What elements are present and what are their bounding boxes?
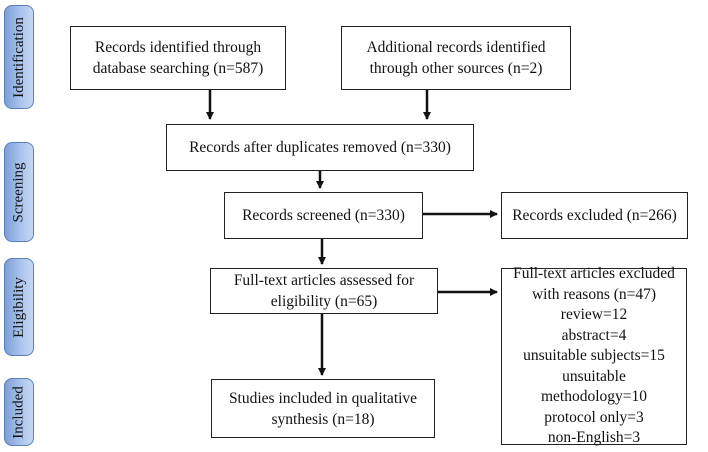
- box-fulltext-assessed: Full-text articles assessed for eligibil…: [210, 268, 438, 314]
- box-other-line1: Additional records identified: [366, 39, 546, 56]
- stage-identification: Identification: [4, 5, 34, 109]
- box-records-screened: Records screened (n=330): [224, 192, 423, 239]
- box-included-line1: Studies included in qualitative: [228, 389, 418, 407]
- box-excluded-text: Records excluded (n=266): [512, 207, 677, 224]
- excluded-reason-line: Full-text articles excluded: [513, 265, 675, 283]
- stage-screening: Screening: [4, 142, 34, 242]
- excluded-reason-line: with reasons (n=47): [531, 285, 657, 303]
- box-other-sources: Additional records identified through ot…: [341, 26, 571, 90]
- excluded-reason-line: abstract=4: [561, 326, 627, 344]
- box-database-line2: database searching (n=587): [92, 60, 264, 77]
- excluded-reason-line: unsuitable methodology=10: [540, 367, 648, 406]
- box-included-line2: synthesis (n=18): [271, 410, 375, 428]
- box-fulltext-line1: Full-text articles assessed for: [233, 272, 415, 289]
- box-database-records: Records identified through database sear…: [70, 26, 286, 90]
- box-screened-text: Records screened (n=330): [242, 207, 405, 224]
- excluded-reason-line: unsuitable subjects=15: [523, 347, 665, 365]
- box-fulltext-excluded: Full-text articles excluded with reasons…: [501, 265, 687, 446]
- stage-included: Included: [4, 378, 34, 446]
- box-fulltext-line2: eligibility (n=65): [270, 293, 378, 310]
- box-database-line1: Records identified through: [94, 39, 262, 56]
- excluded-reason-line: protocol only=3: [544, 408, 644, 426]
- excluded-reason-line: review=12: [560, 306, 628, 324]
- stage-eligibility: Eligibility: [4, 258, 34, 356]
- box-other-line2: through other sources (n=2): [369, 60, 543, 77]
- box-duplicates-removed: Records after duplicates removed (n=330): [166, 124, 474, 171]
- box-studies-included: Studies included in qualitative synthesi…: [211, 379, 435, 438]
- excluded-reason-line: non-English=3: [547, 429, 641, 447]
- box-duplicates-text: Records after duplicates removed (n=330): [189, 139, 451, 156]
- box-records-excluded: Records excluded (n=266): [501, 192, 688, 239]
